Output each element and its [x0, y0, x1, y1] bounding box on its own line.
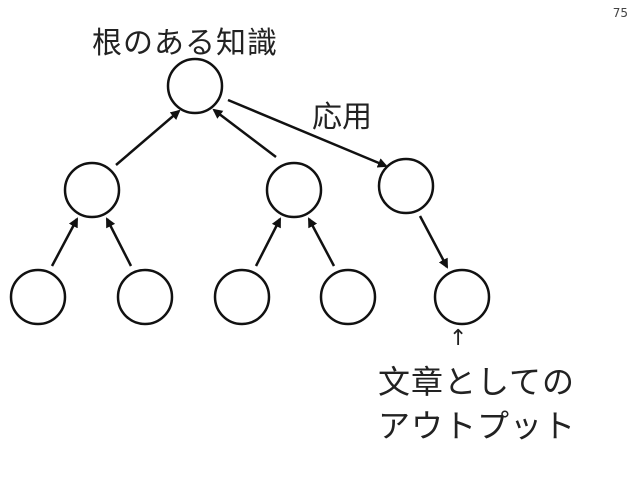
arrow-leaf4-to-mid2 — [307, 217, 336, 267]
node-leaf-3 — [213, 268, 271, 326]
node-mid-1 — [63, 161, 121, 219]
output-label: 文章としての アウトプット — [378, 360, 576, 448]
arrow-leaf2-to-mid1 — [105, 217, 133, 267]
up-arrow-indicator: ↑ — [449, 326, 468, 351]
arrow-leaf1-to-mid1 — [50, 217, 79, 267]
arrow-mid1-to-root — [115, 109, 181, 166]
output-label-line2: アウトプット — [378, 407, 577, 445]
arrow-mid3-to-output — [418, 215, 449, 269]
output-label-line1: 文章としての — [378, 363, 576, 401]
node-mid-2 — [265, 161, 323, 219]
node-leaf-2 — [116, 268, 174, 326]
node-leaf-1 — [9, 268, 67, 326]
node-leaf-output — [433, 268, 491, 326]
apply-label: 応用 — [312, 100, 372, 135]
arrow-leaf3-to-mid2 — [254, 217, 282, 267]
diagram-title: 根のある知識 — [92, 26, 278, 61]
arrow-mid2-to-root — [212, 108, 277, 158]
page-number: 75 — [612, 6, 628, 20]
arrow-root-to-mid3 — [227, 98, 388, 168]
node-mid-3 — [377, 157, 435, 215]
node-root — [166, 57, 224, 115]
node-leaf-4 — [319, 268, 377, 326]
